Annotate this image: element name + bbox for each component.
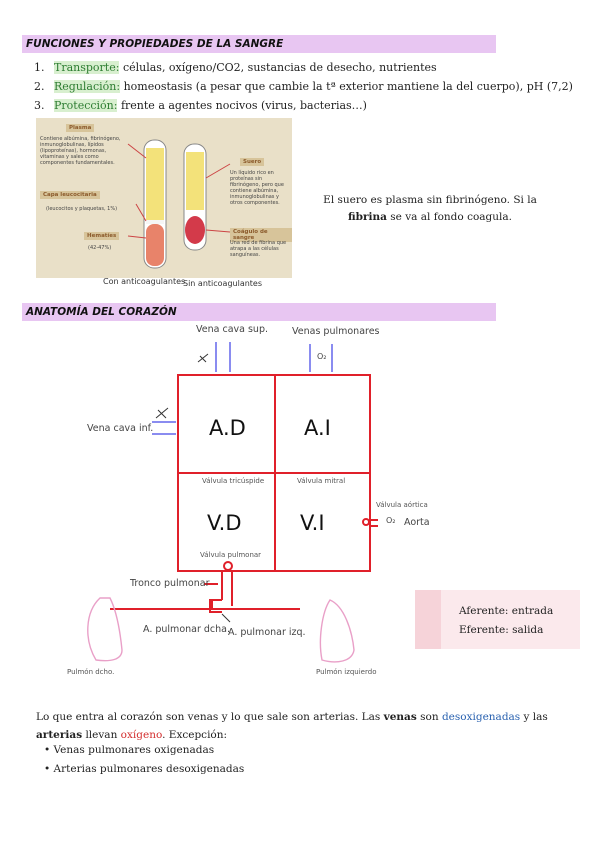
aferente-text: Aferente: entrada xyxy=(459,605,554,617)
buffy-layer xyxy=(146,220,164,224)
plasma-layer xyxy=(146,148,164,220)
tubes-illustration xyxy=(127,139,231,269)
label-aorta: Aorta xyxy=(404,517,430,528)
chamber-ai: A.I xyxy=(304,416,331,440)
functions-list: 1.Transporte: células, oxígeno/CO2, sust… xyxy=(34,58,573,115)
bullet-item: • Arterias pulmonares desoxigenadas xyxy=(44,763,245,775)
serum-note: El suero es plasma sin fibrinógeno. Si l… xyxy=(323,194,537,223)
blood-tubes-figure: Plasma Contiene albúmina, fibrinógeno, i… xyxy=(36,118,292,278)
clot-shape xyxy=(185,216,205,244)
buffy-text: (leucocitos y plaquetas, 1%) xyxy=(46,206,118,212)
pointer-line xyxy=(135,203,147,222)
suero-layer xyxy=(186,152,204,210)
label-o2-top: O₂ xyxy=(317,352,327,361)
deoxygenated-mark xyxy=(155,407,169,419)
label-o2-aorta: O₂ xyxy=(386,516,396,525)
pointer-line xyxy=(205,163,231,179)
plasma-text: Contiene albúmina, fibrinógeno, inmunogl… xyxy=(40,136,121,166)
caption-left: Con anticoagulantes xyxy=(103,277,186,286)
suero-text: Un líquido rico en proteínas sin fibrinó… xyxy=(230,170,284,206)
veins-arteries-paragraph: Lo que entra al corazón son venas y lo q… xyxy=(36,711,548,741)
pulmonary-arteries xyxy=(110,600,300,610)
bullet-item: • Venas pulmonares oxigenadas xyxy=(44,744,215,756)
hematies-text: (42-47%) xyxy=(88,245,112,251)
pointer-line xyxy=(127,235,147,239)
label-pulmon-dcho: Pulmón dcho. xyxy=(67,668,115,676)
function-label: Regulación: xyxy=(54,80,121,93)
hematies-layer xyxy=(146,224,164,266)
label-tronco-pulmonar: Tronco pulmonar xyxy=(130,578,210,589)
pointer-line xyxy=(127,143,147,159)
list-item: 3.Protección: frente a agentes nocivos (… xyxy=(34,99,367,112)
section-header-blood: FUNCIONES Y PROPIEDADES DE LA SANGRE xyxy=(22,35,496,53)
aorta-stub xyxy=(370,519,378,527)
chamber-ad: A.D xyxy=(209,416,246,440)
caption-right: Sin anticoagulantes xyxy=(183,279,263,288)
hematies-title: Hematíes xyxy=(84,232,120,240)
right-lung-shape xyxy=(87,597,123,662)
deoxygenated-mark xyxy=(221,613,231,623)
chamber-vi: V.I xyxy=(300,511,325,535)
function-label: Transporte: xyxy=(54,61,120,74)
section-header-heart: ANATOMÍA DEL CORAZÓN xyxy=(22,303,496,321)
coagulo-text: Una red de fibrina que atrapa a las célu… xyxy=(230,240,287,258)
list-item: 1.Transporte: células, oxígeno/CO2, sust… xyxy=(34,61,437,74)
plasma-title: Plasma xyxy=(66,124,95,132)
label-a-pulmonar-dcha: A. pulmonar dcha. xyxy=(143,624,231,635)
label-valvula-mitral: Válvula mitral xyxy=(297,477,346,485)
label-valvula-aortica: Válvula aórtica xyxy=(376,501,428,509)
label-pulmon-izquierdo: Pulmón izquierdo xyxy=(316,668,377,676)
label-valvula-tricuspide: Válvula tricúspide xyxy=(202,477,265,485)
coagulo-title: Coágulo de sangre xyxy=(230,228,292,242)
deoxygenated-mark xyxy=(197,353,209,363)
aortic-valve-mark xyxy=(362,518,370,526)
pulmonary-trunk xyxy=(204,571,233,613)
label-valvula-pulmonar: Válvula pulmonar xyxy=(200,551,262,559)
label-vena-cava-inf: Vena cava inf. xyxy=(87,423,154,434)
pointer-line xyxy=(205,229,231,233)
label-venas-pulmonares: Venas pulmonares xyxy=(292,326,380,337)
list-item: 2.Regulación: homeostasis (a pesar que c… xyxy=(34,80,573,93)
pulmonary-valve-mark xyxy=(223,561,233,571)
suero-title: Suero xyxy=(240,158,265,166)
box-accent-strip xyxy=(415,590,441,649)
function-label: Protección: xyxy=(54,99,118,112)
chamber-vd: V.D xyxy=(207,511,242,535)
label-vena-cava-sup: Vena cava sup. xyxy=(196,324,268,335)
afferent-efferent-box: Aferente: entrada Eferente: salida xyxy=(415,590,580,649)
buffy-title: Capa leucocitaria xyxy=(40,191,100,199)
eferente-text: Eferente: salida xyxy=(459,624,544,636)
left-lung-shape xyxy=(319,599,355,663)
label-a-pulmonar-izq: A. pulmonar izq. xyxy=(228,627,306,638)
